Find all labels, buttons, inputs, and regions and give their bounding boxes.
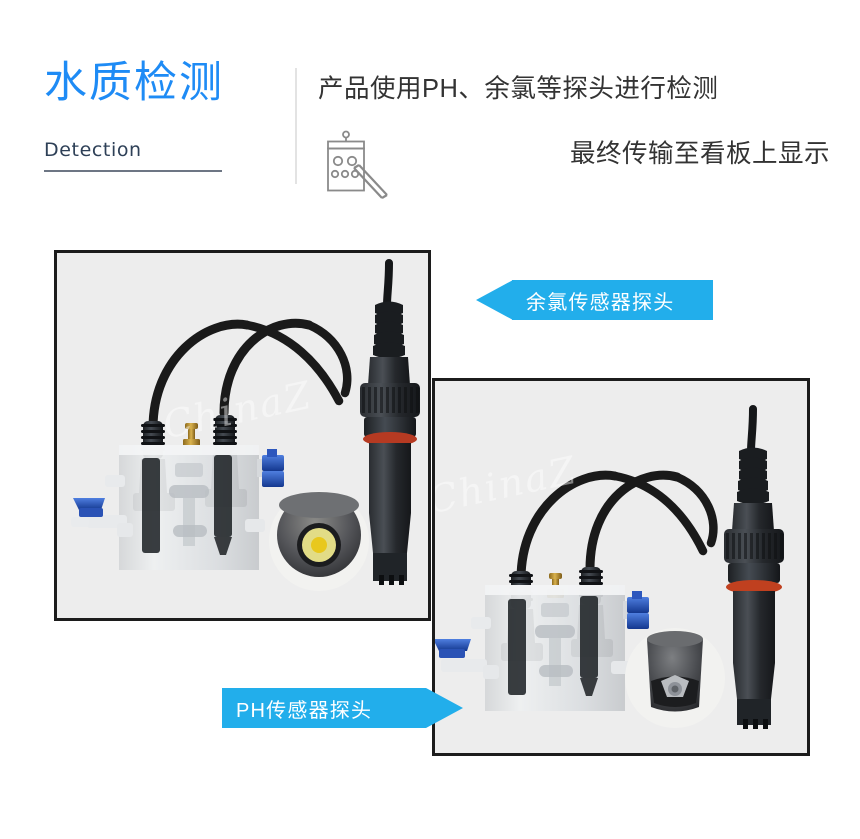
callout-body [222,688,426,728]
callout-label: PH传感器探头 [236,699,373,722]
callout-residual-chlorine-probe: 余氯传感器探头 [476,280,713,320]
title-block: 水质检测 Detection [44,58,284,172]
page-title: 水质检测 [44,59,224,107]
title-underline-rule [44,170,222,172]
water-test-kit-icon [318,128,390,206]
page-header: 水质检测 Detection 产品使用PH、余氯等探头进行检测 最终传输至看板上… [0,0,860,225]
description-line-2: 最终传输至看板上显示 [569,140,830,168]
callout-body [512,280,713,320]
callout-ph-probe: PH传感器探头 [222,688,463,728]
ph-sensor-photo: ChinaZ [432,378,810,756]
callout-label: 余氯传感器探头 [526,291,675,314]
residual-chlorine-sensor-photo: ChinaZ [54,250,431,621]
photo-background: ChinaZ [435,381,807,753]
arrow-right-icon [426,688,463,728]
photo-background: ChinaZ [57,253,428,618]
description-line-1: 产品使用PH、余氯等探头进行检测 [318,75,719,103]
page-subtitle: Detection [44,139,142,161]
header-description: 产品使用PH、余氯等探头进行检测 最终传输至看板上显示 [318,70,838,173]
header-vertical-divider [295,68,297,184]
arrow-left-icon [476,280,513,320]
